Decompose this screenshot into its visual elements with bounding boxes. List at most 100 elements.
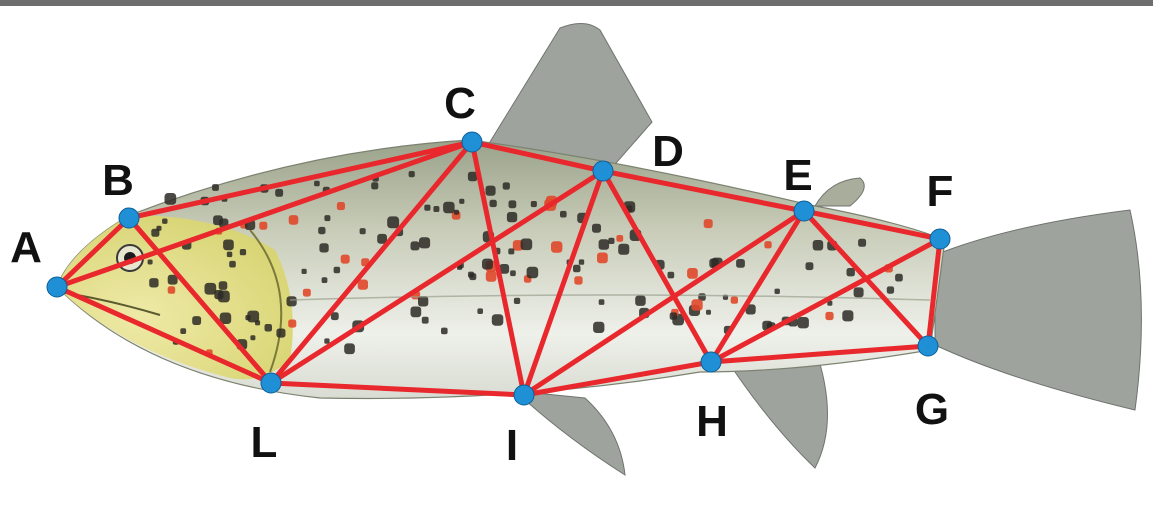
- dark-spot: [156, 226, 161, 231]
- dark-spot: [706, 310, 711, 315]
- dark-spot: [593, 322, 604, 333]
- landmark-b: [119, 208, 139, 228]
- dark-spot: [486, 186, 496, 196]
- dark-spot: [240, 249, 246, 255]
- dark-spot: [162, 219, 167, 224]
- dark-spot: [514, 298, 520, 304]
- dark-spot: [736, 259, 745, 268]
- dark-spot: [319, 243, 328, 252]
- trout-illustration: [57, 23, 1141, 475]
- dark-spot: [887, 286, 894, 293]
- landmark-label-e: E: [783, 151, 812, 200]
- dark-spot: [180, 328, 186, 334]
- red-spot: [704, 219, 713, 228]
- red-spot: [691, 299, 702, 310]
- dark-spot: [371, 182, 378, 189]
- red-spot: [288, 320, 296, 328]
- landmark-label-l: L: [251, 418, 278, 467]
- dark-spot: [219, 281, 228, 290]
- red-spot: [687, 268, 698, 279]
- dark-spot: [459, 199, 464, 204]
- dark-spot: [360, 228, 366, 234]
- landmark-d: [593, 161, 613, 181]
- dark-spot: [492, 314, 504, 326]
- dark-spot: [482, 259, 493, 270]
- dark-spot: [599, 299, 605, 305]
- landmark-label-f: F: [927, 167, 954, 216]
- red-spot: [486, 271, 497, 282]
- landmark-label-h: H: [696, 397, 728, 446]
- dark-spot: [409, 171, 415, 177]
- dark-spot: [324, 338, 329, 343]
- dark-spot: [229, 261, 236, 268]
- landmark-label-a: A: [10, 223, 42, 272]
- dark-spot: [214, 290, 223, 299]
- dark-spot: [635, 295, 646, 306]
- red-spot: [289, 215, 299, 225]
- dark-spot: [433, 206, 439, 212]
- dark-spot: [560, 211, 567, 218]
- red-spot: [341, 255, 350, 264]
- dark-spot: [508, 248, 514, 254]
- landmark-i: [514, 385, 534, 405]
- landmark-l: [261, 373, 281, 393]
- dark-spot: [477, 308, 483, 314]
- red-spot: [168, 286, 176, 294]
- dark-spot: [842, 310, 853, 321]
- landmark-label-c: C: [444, 79, 476, 128]
- dark-spot: [806, 262, 814, 270]
- red-spot: [337, 202, 345, 210]
- dark-spot: [148, 260, 153, 265]
- dark-spot: [813, 240, 824, 251]
- dark-spot: [599, 239, 610, 250]
- dark-spot: [507, 212, 517, 222]
- dark-spot: [387, 216, 399, 228]
- dark-spot: [854, 287, 864, 297]
- dark-spot: [668, 272, 675, 279]
- dark-spot: [334, 267, 341, 274]
- tail-fin: [935, 210, 1141, 410]
- dark-spot: [302, 269, 307, 274]
- red-spot: [825, 312, 833, 320]
- red-spot: [574, 276, 582, 284]
- dark-spot: [424, 205, 430, 211]
- dark-spot: [670, 312, 677, 319]
- dark-spot: [510, 270, 516, 276]
- dark-spot: [192, 316, 201, 325]
- dark-spot: [592, 224, 601, 233]
- landmark-label-i: I: [506, 421, 518, 470]
- dark-spot: [322, 277, 328, 283]
- dark-spot: [490, 200, 497, 207]
- dark-spot: [411, 241, 420, 250]
- landmark-label-d: D: [652, 127, 684, 176]
- dark-spot: [422, 317, 429, 324]
- dark-spot: [858, 239, 866, 247]
- dark-spot: [618, 244, 629, 255]
- dark-spot: [531, 201, 537, 207]
- dark-spot: [411, 307, 422, 318]
- dark-spot: [318, 227, 325, 234]
- adipose-fin: [815, 178, 864, 206]
- dark-spot: [265, 324, 273, 332]
- dark-spot: [608, 238, 614, 244]
- red-spot: [551, 241, 562, 252]
- dark-spot: [149, 278, 158, 287]
- landmark-a: [47, 277, 67, 297]
- dark-spot: [227, 252, 233, 258]
- landmark-e: [794, 201, 814, 221]
- dark-spot: [895, 274, 903, 282]
- dark-spot: [250, 335, 255, 340]
- dark-spot: [503, 182, 510, 189]
- landmark-label-b: B: [102, 156, 134, 205]
- dark-spot: [165, 193, 177, 205]
- dark-spot: [276, 329, 285, 338]
- landmark-g: [918, 336, 938, 356]
- dark-spot: [324, 215, 330, 221]
- dark-spot: [255, 320, 260, 325]
- dark-spot: [454, 210, 459, 215]
- red-spot: [731, 297, 738, 304]
- dark-spot: [443, 202, 455, 214]
- red-spot: [597, 253, 608, 264]
- dark-spot: [798, 317, 809, 328]
